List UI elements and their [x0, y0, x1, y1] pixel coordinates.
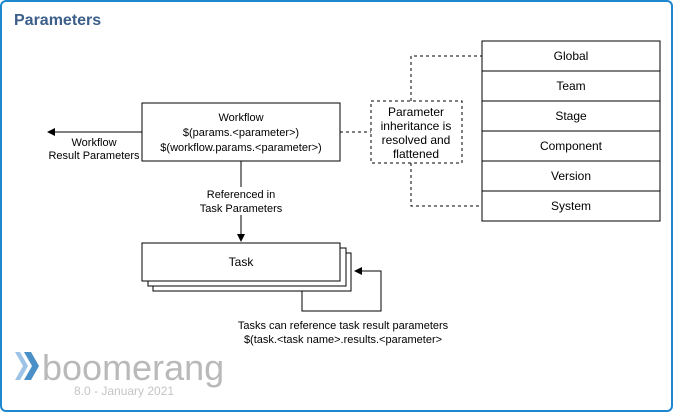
referenced-label-bg — [194, 187, 288, 215]
workflow-label: Workflow — [218, 112, 263, 124]
level-box-team — [481, 70, 661, 102]
task-label: Task — [229, 255, 255, 269]
level-label-team: Team — [556, 79, 585, 93]
inheritance-note-line1: Parameter — [388, 105, 444, 119]
task-box — [141, 242, 341, 282]
level-label-version: Version — [551, 169, 591, 183]
task-result-note-line1: Tasks can reference task result paramete… — [238, 320, 449, 332]
referenced-label-line2: Task Parameters — [200, 203, 283, 215]
page-title: Parameters — [14, 12, 102, 29]
inheritance-note-box — [370, 100, 463, 164]
inheritance-note-line2: inheritance is — [381, 119, 452, 133]
level-label-global: Global — [554, 49, 589, 63]
parameter-levels-stack: Global Team Stage Component Version Syst… — [481, 40, 661, 222]
inheritance-bracket-bottom — [410, 163, 482, 207]
task-self-reference-arrow — [301, 267, 382, 312]
workflow-workflow-params-syntax: $(workflow.params.<parameter>) — [160, 142, 321, 154]
logo-wordmark: boomerang — [42, 347, 224, 388]
level-box-stage — [481, 100, 661, 132]
workflow-params-syntax: $(params.<parameter>) — [183, 127, 299, 139]
level-label-stage: Stage — [555, 109, 587, 123]
boomerang-chevron-icon-2 — [24, 352, 39, 380]
level-label-component: Component — [540, 139, 603, 153]
inheritance-bracket-top — [410, 55, 482, 101]
task-result-note-line2: $(task.<task name>.results.<parameter> — [244, 334, 442, 346]
inheritance-note-line3: resolved and — [382, 133, 451, 147]
boomerang-logo: boomerang 8.0 - January 2021 — [15, 347, 224, 398]
level-label-system: System — [551, 199, 591, 213]
inheritance-note-line4: flattened — [393, 147, 439, 161]
level-box-global — [481, 40, 661, 72]
level-box-system — [481, 190, 661, 222]
referenced-label-line1: Referenced in — [207, 189, 276, 201]
workflow-result-label-line2: Result Parameters — [48, 150, 140, 162]
logo-version: 8.0 - January 2021 — [74, 384, 174, 398]
workflow-result-label-line1: Workflow — [71, 137, 116, 149]
level-box-component — [481, 130, 661, 162]
boomerang-chevron-icon — [15, 352, 28, 380]
